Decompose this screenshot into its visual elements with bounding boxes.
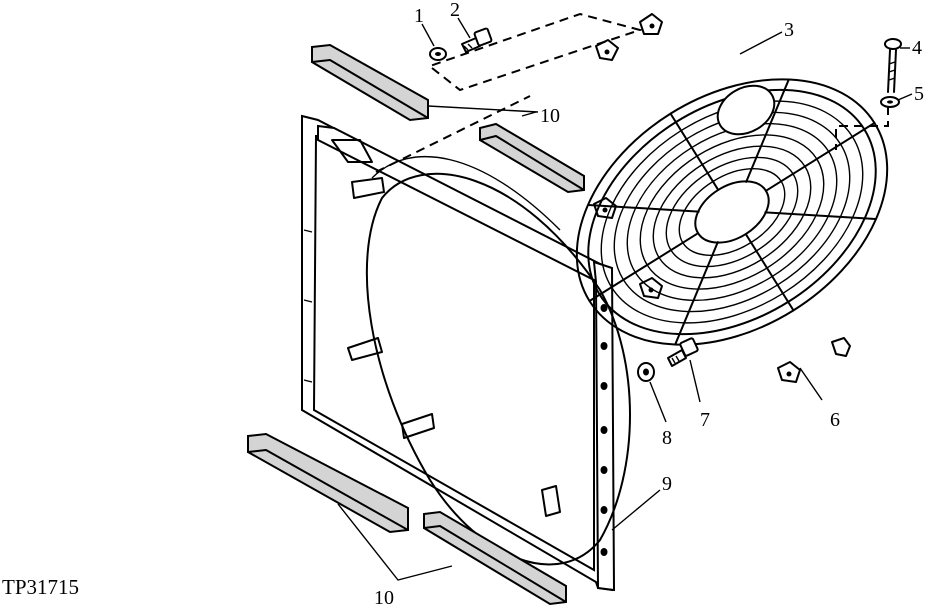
cap-screw-part-7	[667, 337, 699, 367]
callout-10-top: 10	[540, 105, 560, 127]
washer-part-8	[637, 362, 655, 382]
fan-guard	[575, 13, 889, 383]
callout-8: 8	[662, 427, 672, 449]
callout-2: 2	[450, 0, 460, 21]
cap-screw-part-2	[461, 27, 493, 53]
seal-strip-top-right	[479, 122, 585, 194]
callout-9: 9	[662, 473, 672, 495]
callout-3: 3	[784, 19, 794, 41]
callout-5: 5	[914, 83, 924, 105]
bolt-part-4	[884, 38, 902, 93]
callouts: 1 2 3 4 5 6 7 8 9 10 10	[374, 0, 924, 608]
leader-lines	[337, 17, 913, 581]
callout-4: 4	[912, 37, 922, 59]
callout-10-bottom: 10	[374, 587, 394, 608]
callout-6: 6	[830, 409, 840, 431]
callout-7: 7	[700, 409, 710, 431]
flange-bolt-holes	[600, 304, 608, 556]
seal-strip-bottom-right	[423, 510, 567, 606]
washer-part-5	[880, 96, 900, 108]
callout-1: 1	[414, 5, 424, 27]
washer-part-1	[429, 47, 447, 61]
assembly-dashed-lines	[375, 12, 889, 173]
seal-strip-bottom-left	[247, 432, 409, 534]
figure-id: TP31715	[2, 575, 79, 599]
guard-mounting-lugs	[593, 13, 851, 383]
fan-shroud	[301, 114, 631, 592]
seal-strip-top-left	[311, 43, 429, 122]
